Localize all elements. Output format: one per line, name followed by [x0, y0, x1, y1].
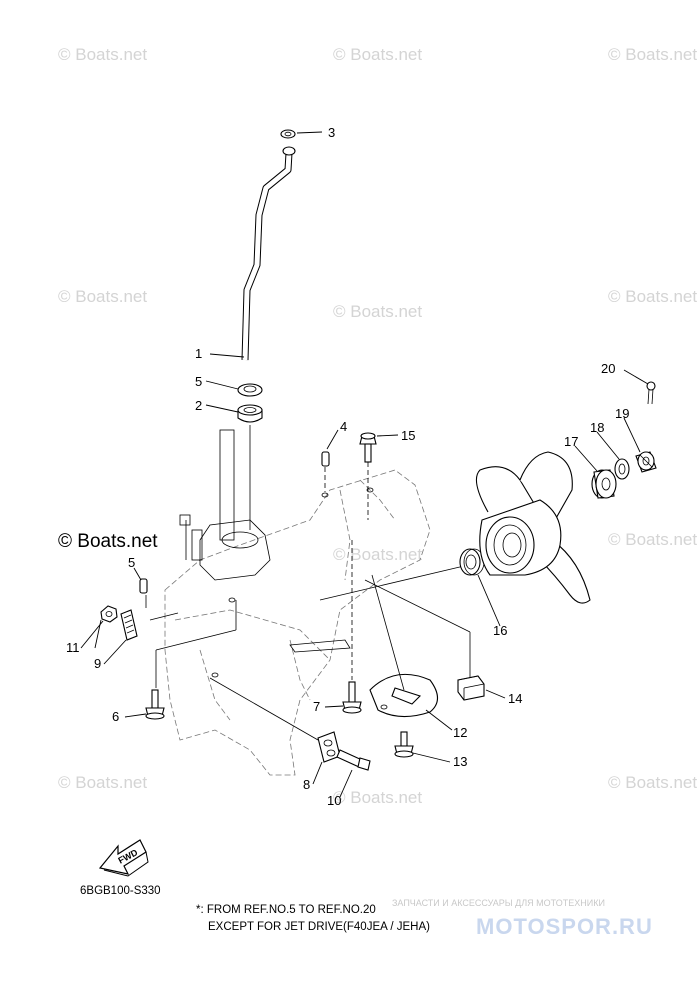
callout-5: 4: [340, 419, 347, 434]
watermark: © Boats.net: [608, 287, 697, 306]
part-18-washer: [614, 458, 630, 480]
part-3-seal: [280, 129, 296, 139]
callout-2: 2: [195, 398, 202, 413]
guide-lines: [145, 565, 471, 688]
lower-casing: [164, 429, 431, 776]
part-14-anode-block: [457, 675, 485, 701]
part-1-water-tube: [241, 146, 296, 361]
part-7-bolt: [342, 540, 362, 714]
callout-18: 18: [590, 420, 604, 435]
callout-14: 14: [508, 691, 522, 706]
part-11-nut: [100, 605, 118, 623]
callout-numbers: 3 1 5 2 4 15 5 11 9 6 7 8 10 12 13 14 16…: [66, 125, 629, 808]
part-2-seal: [237, 404, 263, 530]
part-8-plate: [317, 731, 341, 763]
callout-3: 3: [328, 125, 335, 140]
watermark: © Boats.net: [608, 45, 697, 64]
part-9-plate: [120, 609, 138, 641]
watermark: © Boats.net: [333, 788, 422, 807]
watermark: © Boats.net: [58, 45, 147, 64]
store-tagline: ЗАПЧАСТИ И АКСЕССУАРЫ ДЛЯ МОТОТЕХНИКИ: [392, 898, 605, 908]
part-17-spacer: [591, 469, 617, 499]
leader-lines: [80, 131, 649, 798]
store-banner: ЗАПЧАСТИ И АКСЕССУАРЫ ДЛЯ МОТОТЕХНИКИ MO…: [392, 898, 653, 939]
callout-8: 8: [303, 777, 310, 792]
part-13-bolt: [394, 731, 414, 758]
callout-4: 5: [195, 374, 202, 389]
part-15-bolt: [359, 432, 377, 520]
store-logo: MOTOSPOR.RU: [476, 914, 653, 939]
callout-5-second: 5: [128, 555, 135, 570]
callout-6: 6: [112, 709, 119, 724]
part-16-seal: [459, 548, 485, 576]
callout-13: 13: [453, 754, 467, 769]
watermark: © Boats.net: [58, 287, 147, 306]
watermark-large: © Boats.net: [58, 531, 158, 552]
watermark: © Boats.net: [333, 302, 422, 321]
watermark: © Boats.net: [608, 530, 697, 549]
watermark: © Boats.net: [333, 45, 422, 64]
footnote-line-1: *: FROM REF.NO.5 TO REF.NO.20: [196, 904, 376, 916]
footnote-line-2: EXCEPT FOR JET DRIVE(F40JEA / JEHA): [208, 921, 430, 933]
callout-9: 9: [94, 656, 101, 671]
callout-11: 11: [66, 640, 80, 655]
callout-20: 20: [601, 361, 615, 376]
callout-7: 7: [313, 699, 320, 714]
watermark: © Boats.net: [608, 773, 697, 792]
diagram-code: 6BGB100-S330: [80, 885, 161, 897]
part-6-bolt: [145, 689, 165, 720]
part-20-cotter-pin: [646, 381, 656, 405]
watermark: © Boats.net: [58, 773, 147, 792]
callout-17: 17: [564, 434, 578, 449]
callout-15: 15: [401, 428, 415, 443]
part-10-bolt: [209, 677, 371, 771]
part-12-anode: [369, 574, 439, 718]
part-4-grommet: [237, 383, 263, 397]
callout-19: 19: [615, 406, 629, 421]
watermark: © Boats.net: [333, 545, 422, 564]
callout-1: 1: [195, 346, 202, 361]
part-19-nut: [635, 451, 657, 473]
propeller: [475, 451, 591, 604]
callout-12: 12: [453, 725, 467, 740]
callout-10: 10: [327, 793, 341, 808]
watermarks: © Boats.net © Boats.net © Boats.net © Bo…: [58, 45, 697, 807]
callout-16: 16: [493, 623, 507, 638]
part-5-dowel-pin: [139, 451, 330, 594]
fwd-arrow-icon: FWD: [98, 839, 149, 877]
footnote: *: FROM REF.NO.5 TO REF.NO.20 EXCEPT FOR…: [196, 904, 430, 933]
